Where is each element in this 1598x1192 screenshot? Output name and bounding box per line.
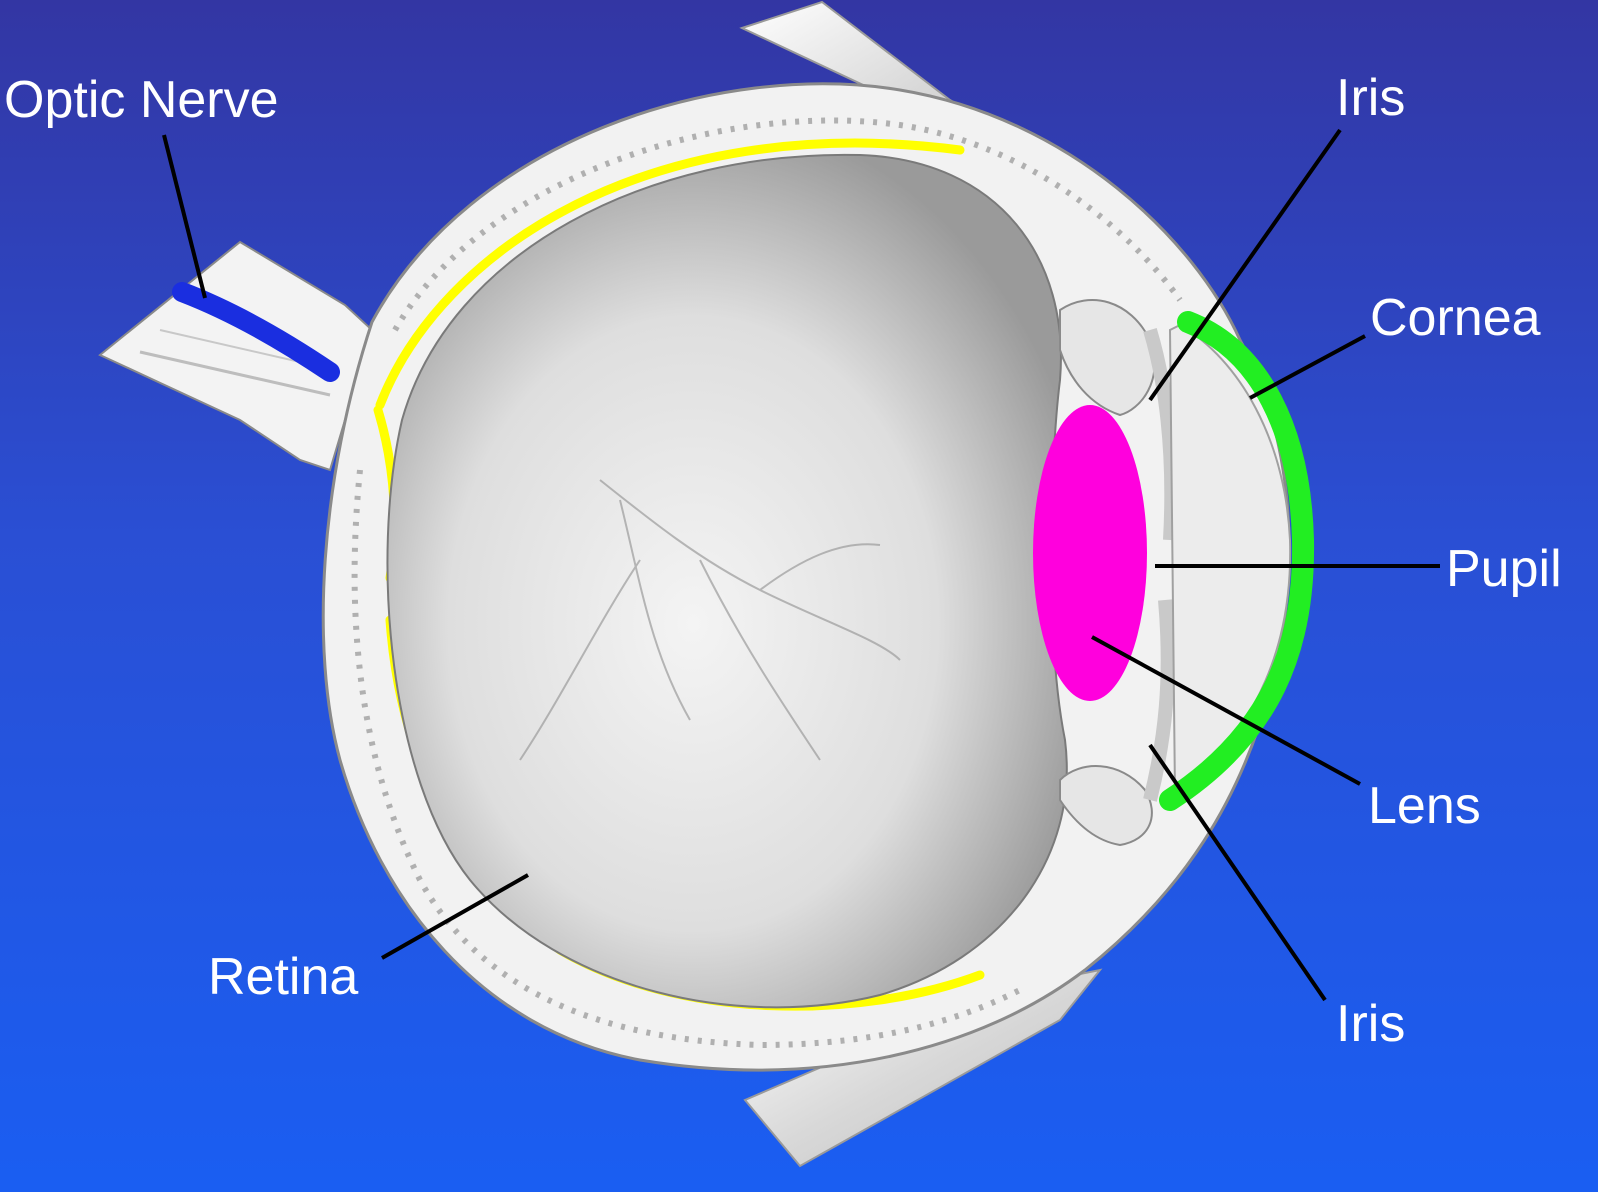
iris-bottom-label: Iris	[1336, 998, 1405, 1050]
lens-label: Lens	[1368, 780, 1481, 832]
vitreous-body	[387, 155, 1066, 1007]
retina-label: Retina	[208, 951, 358, 1003]
optic-nerve-leader	[164, 135, 205, 298]
cornea-leader	[1250, 336, 1365, 398]
cornea-label: Cornea	[1370, 292, 1541, 344]
optic-nerve-label: Optic Nerve	[4, 74, 279, 126]
iris-top-label: Iris	[1336, 72, 1405, 124]
optic-nerve-stalk	[100, 242, 372, 470]
pupil-label: Pupil	[1446, 543, 1562, 595]
